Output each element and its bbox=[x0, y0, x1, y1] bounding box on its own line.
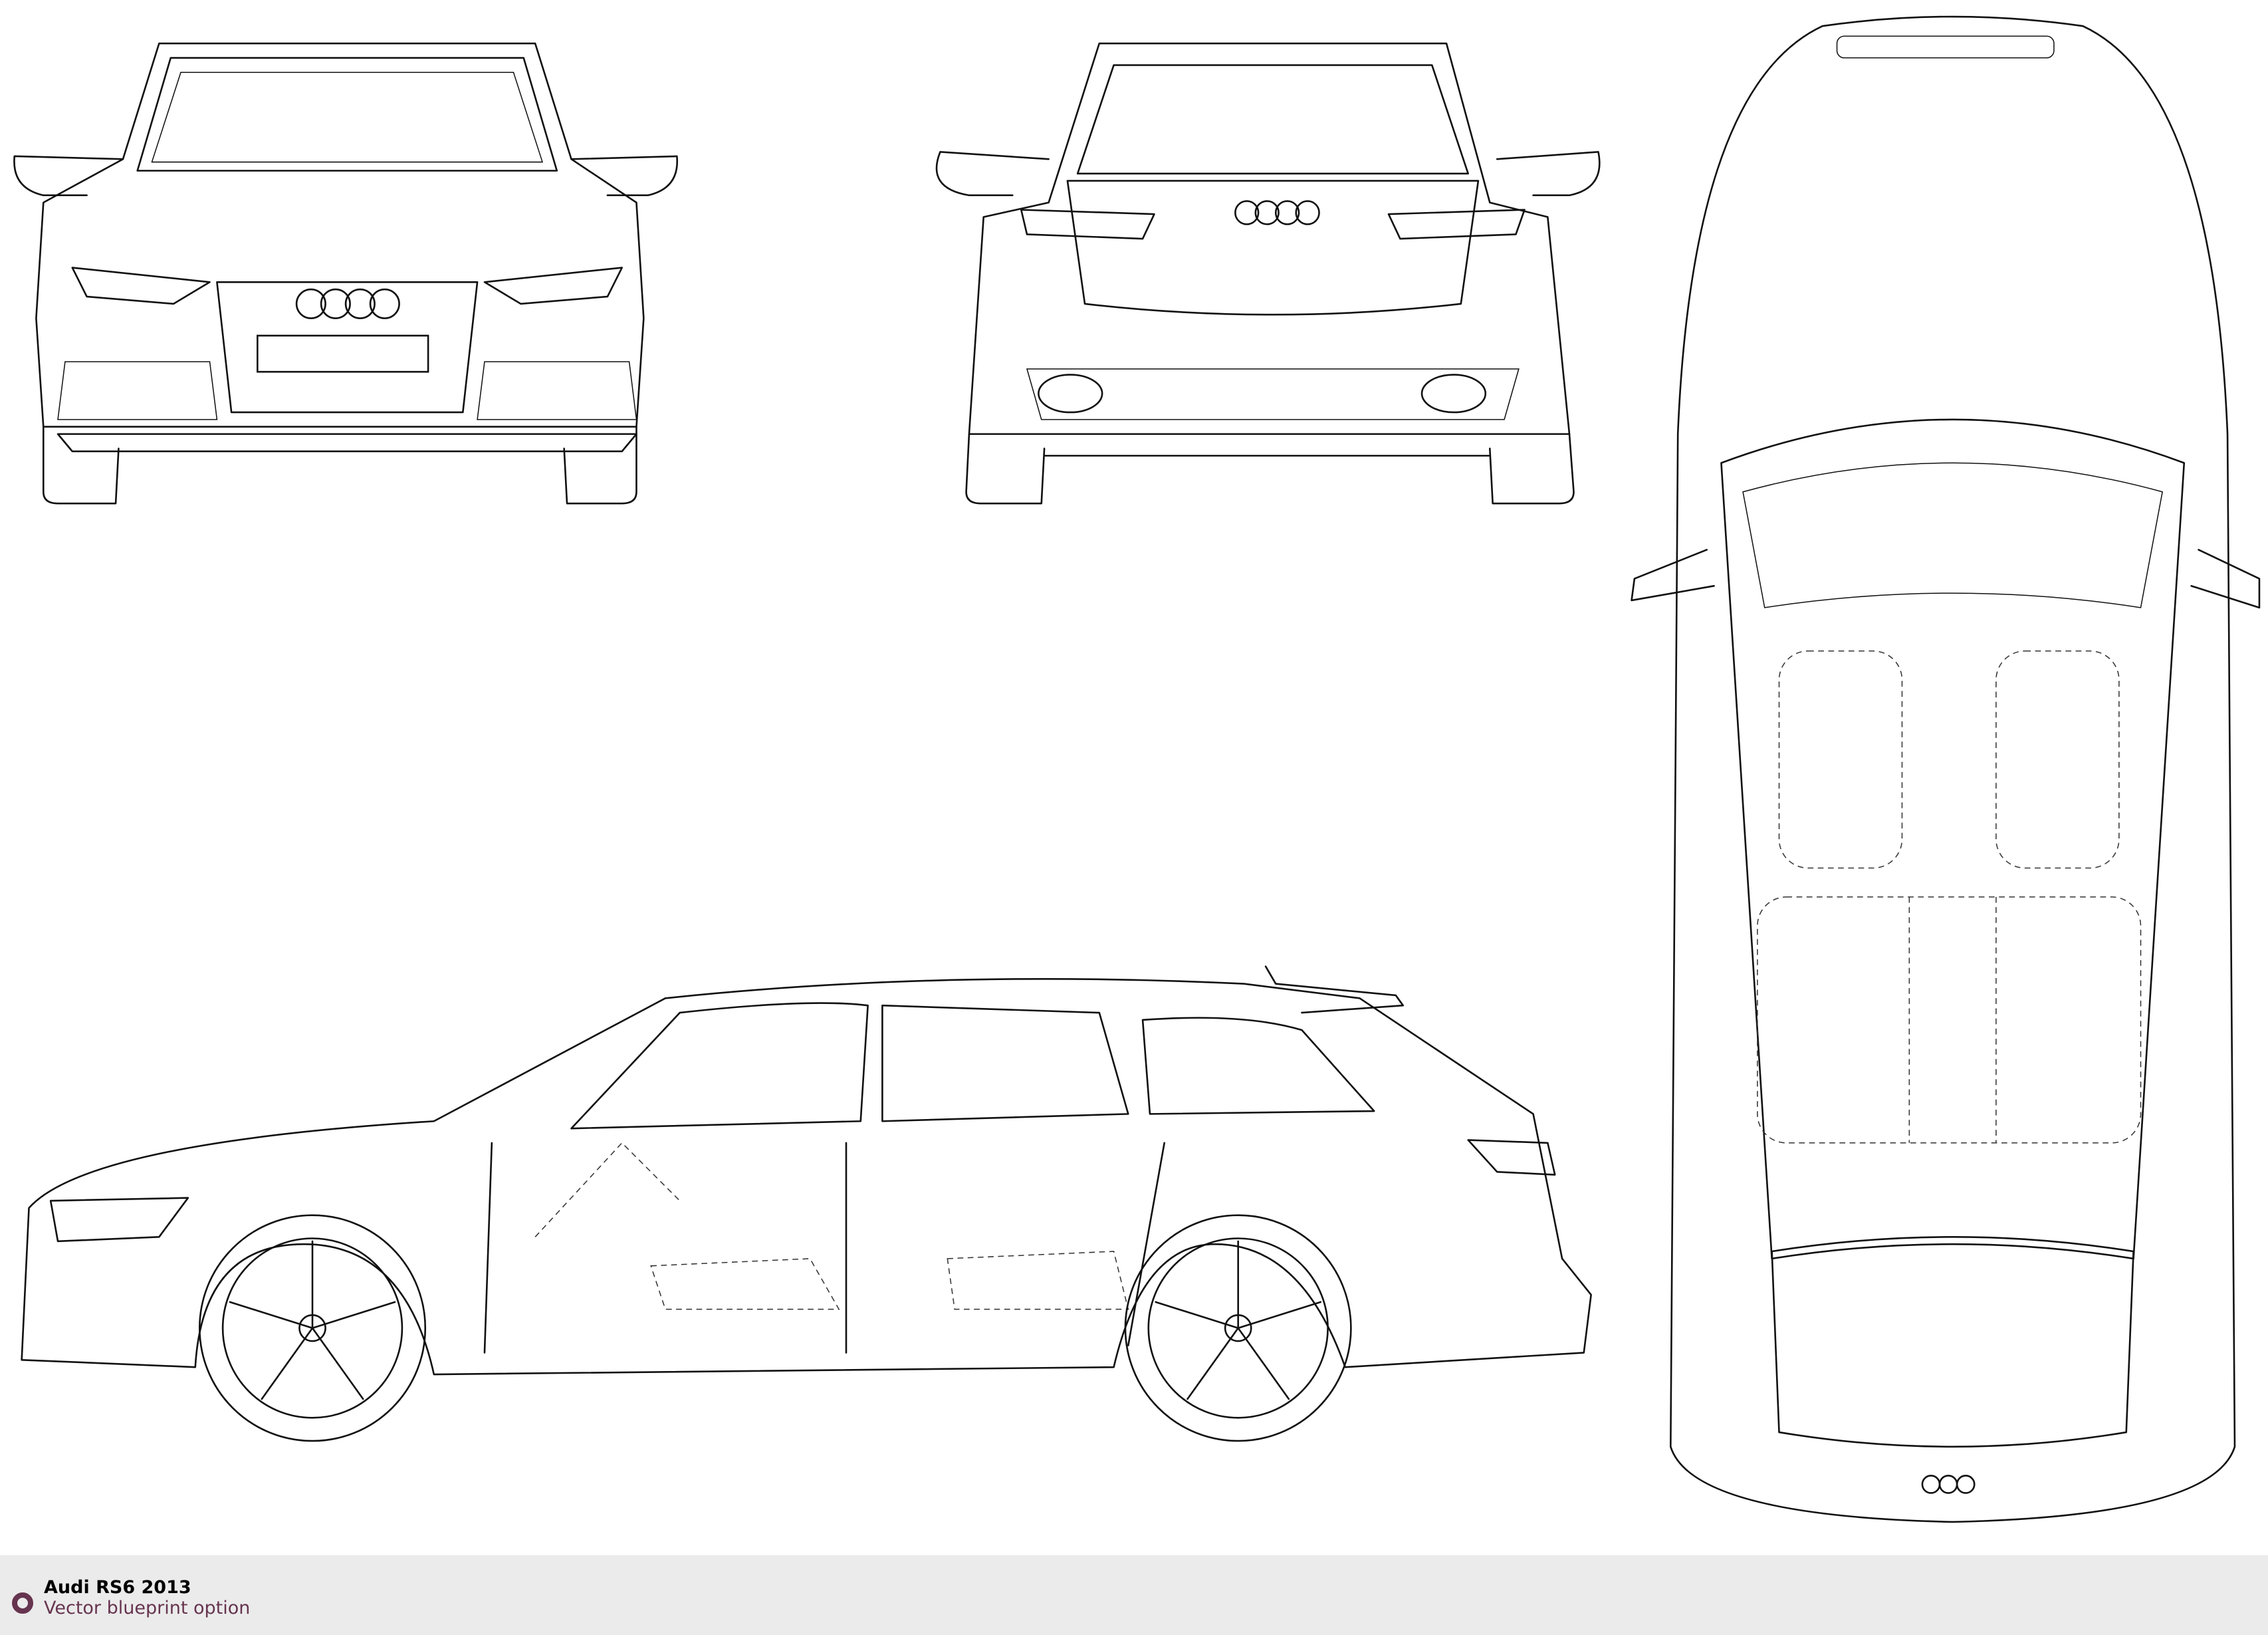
side-view bbox=[21, 965, 1592, 1442]
front-view bbox=[13, 42, 679, 505]
top-view bbox=[1631, 15, 2261, 1523]
blueprint-title: Audi RS6 2013 bbox=[44, 1577, 191, 1598]
blueprint-drawing bbox=[13, 15, 2261, 1523]
footer-bar: Audi RS6 2013 Vector blueprint option bbox=[0, 1555, 2268, 1635]
rear-wheel bbox=[1124, 1214, 1352, 1442]
blueprint-subtitle: Vector blueprint option bbox=[44, 1598, 251, 1618]
rear-view bbox=[935, 42, 1601, 505]
bullet-circle-icon bbox=[12, 1592, 33, 1614]
front-wheel bbox=[198, 1214, 427, 1442]
